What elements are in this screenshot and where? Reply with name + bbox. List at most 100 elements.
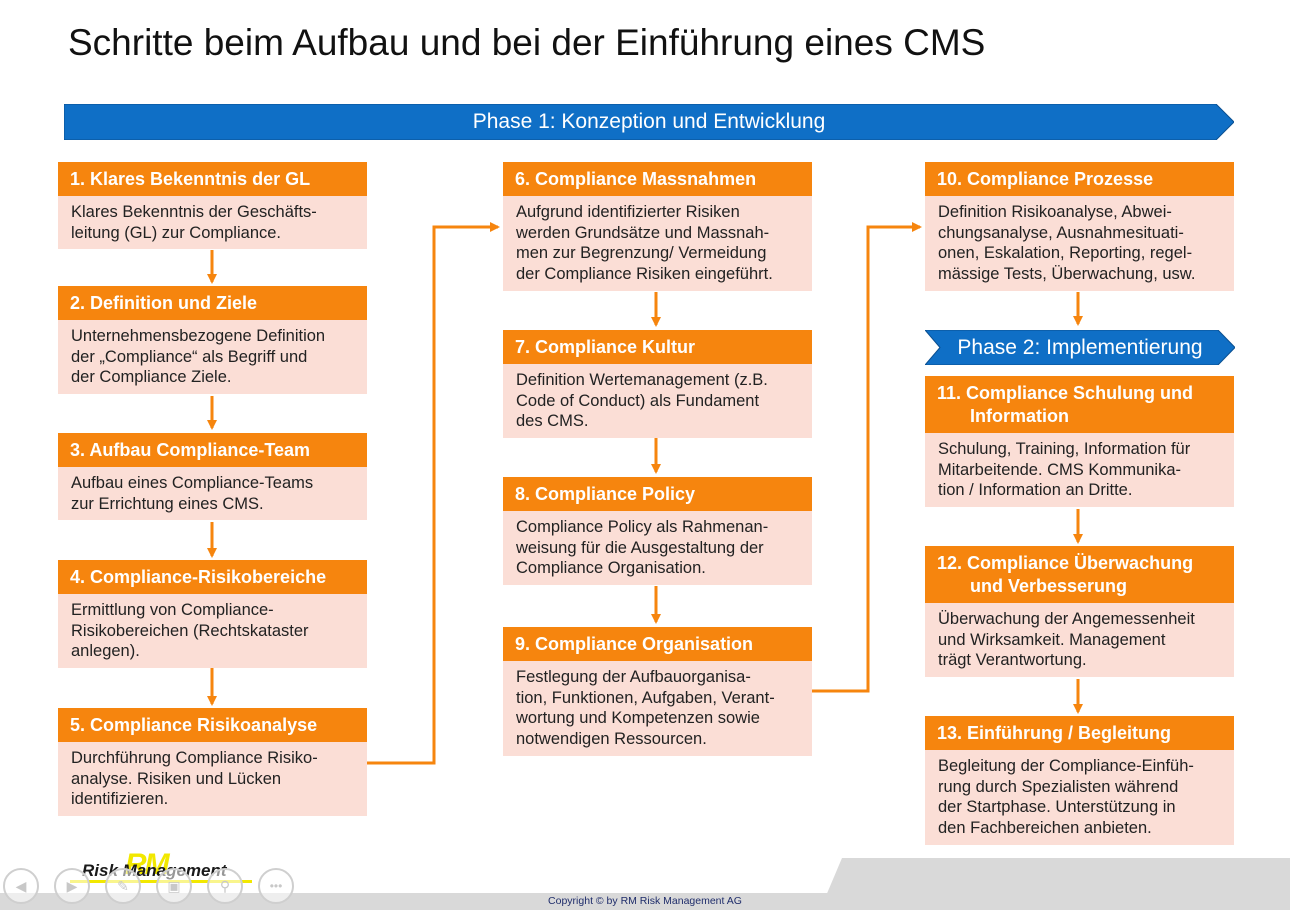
step-text-line: wortung und Kompetenzen sowie bbox=[516, 709, 760, 728]
step-box-8: 8. Compliance Policy Compliance Policy a… bbox=[503, 477, 812, 586]
step-box-10: 10. Compliance Prozesse Definition Risik… bbox=[925, 162, 1234, 291]
step-text-line: Compliance Organisation. bbox=[516, 559, 706, 578]
step-text-line: men zur Begrenzung/ Vermeidung bbox=[516, 244, 767, 263]
step-description: Begleitung der Compliance-Einfüh- rung d… bbox=[925, 750, 1234, 845]
step-box-12: 12. Compliance Überwachung und Verbesser… bbox=[925, 546, 1234, 678]
step-box-13: 13. Einführung / Begleitung Begleitung d… bbox=[925, 716, 1234, 845]
phase-2-banner: Phase 2: Implementierung bbox=[925, 330, 1235, 365]
step-description: Definition Wertemanagement (z.B. Code of… bbox=[503, 364, 812, 439]
step-description: Definition Risikoanalyse, Abwei- chungsa… bbox=[925, 196, 1234, 291]
logo-text: Risk Management bbox=[82, 861, 227, 880]
forward-icon[interactable]: ▶ bbox=[54, 868, 90, 904]
step-box-11: 11. Compliance Schulung und Information … bbox=[925, 376, 1234, 508]
step-text-line: Aufbau eines Compliance-Teams bbox=[71, 474, 314, 492]
page-title: Schritte beim Aufbau und bei der Einführ… bbox=[68, 22, 986, 63]
step-description: Aufgrund identifizierter Risiken werden … bbox=[503, 196, 812, 291]
step-description: Aufbau eines Compliance-Teams zur Errich… bbox=[58, 467, 367, 521]
step-title: 6. Compliance Massnahmen bbox=[503, 162, 812, 196]
step-text-line: analyse. Risiken und Lücken bbox=[71, 769, 282, 788]
step-title: 4. Compliance-Risikobereiche bbox=[58, 560, 367, 594]
step-text-line: trägt Verantwortung. bbox=[938, 651, 1087, 670]
step-text-line: werden Grundsätze und Massnah- bbox=[516, 223, 770, 242]
step-text-line: Klares Bekenntnis der Geschäfts- bbox=[71, 203, 317, 221]
arrow-9-10 bbox=[812, 222, 922, 693]
step-box-4: 4. Compliance-Risikobereiche Ermittlung … bbox=[58, 560, 367, 669]
step-text-line: tion / Information an Dritte. bbox=[938, 481, 1133, 500]
step-title-line: 11. Compliance Schulung und bbox=[937, 383, 1194, 403]
step-text-line: Unternehmensbezogene Definition bbox=[71, 327, 326, 345]
step-title-line: Information bbox=[970, 406, 1069, 426]
step-text-line: Mitarbeitende. CMS Kommunika- bbox=[938, 460, 1182, 479]
step-text-line: mässige Tests, Überwachung, usw. bbox=[938, 265, 1196, 284]
slides-icon[interactable]: ▣ bbox=[156, 868, 192, 904]
step-text-line: weisung für die Ausgestaltung der bbox=[516, 538, 764, 557]
step-text-line: leitung (GL) zur Compliance. bbox=[71, 223, 282, 242]
step-text-line: notwendigen Ressourcen. bbox=[516, 730, 707, 749]
step-title: 2. Definition und Ziele bbox=[58, 286, 367, 320]
step-box-2: 2. Definition und Ziele Unternehmensbezo… bbox=[58, 286, 367, 395]
step-description: Klares Bekenntnis der Geschäfts- leitung… bbox=[58, 196, 367, 250]
step-description: Schulung, Training, Information für Mita… bbox=[925, 433, 1234, 508]
step-text-line: Risikobereichen (Rechtskataster bbox=[71, 621, 309, 640]
step-title: 12. Compliance Überwachung und Verbesser… bbox=[925, 546, 1234, 603]
step-text-line: Überwachung der Angemessenheit bbox=[938, 610, 1195, 628]
step-text-line: der Compliance Ziele. bbox=[71, 368, 232, 387]
step-text-line: Definition Wertemanagement (z.B. bbox=[516, 371, 768, 389]
pen-icon[interactable]: ✎ bbox=[105, 868, 141, 904]
step-text-line: Festlegung der Aufbauorganisa- bbox=[516, 668, 751, 686]
zoom-icon[interactable]: ⚲ bbox=[207, 868, 243, 904]
step-text-line: der Compliance Risiken eingeführt. bbox=[516, 265, 773, 284]
step-text-line: des CMS. bbox=[516, 412, 589, 431]
step-text-line: Ermittlung von Compliance- bbox=[71, 601, 274, 619]
step-text-line: Code of Conduct) als Fundament bbox=[516, 391, 760, 410]
step-text-line: Begleitung der Compliance-Einfüh- bbox=[938, 757, 1194, 775]
step-title: 3. Aufbau Compliance-Team bbox=[58, 433, 367, 467]
arrow-5-6 bbox=[367, 222, 500, 765]
step-text-line: der „Compliance“ als Begriff und bbox=[71, 347, 308, 366]
phase-1-label: Phase 1: Konzeption und Entwicklung bbox=[472, 110, 826, 133]
step-text-line: zur Errichtung eines CMS. bbox=[71, 494, 264, 513]
more-icon[interactable]: ••• bbox=[258, 868, 294, 904]
step-text-line: tion, Funktionen, Aufgaben, Verant- bbox=[516, 688, 775, 707]
back-icon[interactable]: ◀ bbox=[3, 868, 39, 904]
step-box-9: 9. Compliance Organisation Festlegung de… bbox=[503, 627, 812, 756]
step-title-line: 12. Compliance Überwachung bbox=[937, 553, 1194, 573]
step-box-3: 3. Aufbau Compliance-Team Aufbau eines C… bbox=[58, 433, 367, 521]
step-text-line: Durchführung Compliance Risiko- bbox=[71, 749, 318, 767]
step-text-line: Definition Risikoanalyse, Abwei- bbox=[938, 203, 1172, 221]
step-description: Festlegung der Aufbauorganisa- tion, Fun… bbox=[503, 661, 812, 756]
step-text-line: onen, Eskalation, Reporting, regel- bbox=[938, 244, 1193, 263]
phase-1-banner: Phase 1: Konzeption und Entwicklung bbox=[64, 104, 1234, 140]
step-title: 11. Compliance Schulung und Information bbox=[925, 376, 1234, 433]
step-title-line: und Verbesserung bbox=[970, 576, 1128, 596]
step-text-line: chungsanalyse, Ausnahmesituati- bbox=[938, 223, 1184, 242]
copyright-text: Copyright © by RM Risk Management AG bbox=[548, 895, 742, 907]
step-box-6: 6. Compliance Massnahmen Aufgrund identi… bbox=[503, 162, 812, 291]
step-description: Compliance Policy als Rahmenan- weisung … bbox=[503, 511, 812, 586]
step-box-5: 5. Compliance Risikoanalyse Durchführung… bbox=[58, 708, 367, 817]
step-text-line: der Startphase. Unterstützung in bbox=[938, 798, 1176, 817]
step-title: 5. Compliance Risikoanalyse bbox=[58, 708, 367, 742]
step-text-line: Aufgrund identifizierter Risiken bbox=[516, 203, 740, 221]
step-description: Überwachung der Angemessenheit und Wirks… bbox=[925, 603, 1234, 678]
step-text-line: Compliance Policy als Rahmenan- bbox=[516, 518, 769, 536]
phase-2-label: Phase 2: Implementierung bbox=[957, 336, 1203, 359]
step-title: 1. Klares Bekenntnis der GL bbox=[58, 162, 367, 196]
step-title: 9. Compliance Organisation bbox=[503, 627, 812, 661]
step-title: 13. Einführung / Begleitung bbox=[925, 716, 1234, 750]
step-title: 7. Compliance Kultur bbox=[503, 330, 812, 364]
step-text-line: rung durch Spezialisten während bbox=[938, 777, 1179, 796]
step-text-line: anlegen). bbox=[71, 642, 140, 661]
step-text-line: identifizieren. bbox=[71, 790, 169, 809]
step-box-7: 7. Compliance Kultur Definition Werteman… bbox=[503, 330, 812, 439]
step-title: 10. Compliance Prozesse bbox=[925, 162, 1234, 196]
step-text-line: und Wirksamkeit. Management bbox=[938, 630, 1166, 649]
footer-bar bbox=[0, 893, 1290, 910]
step-text-line: Schulung, Training, Information für bbox=[938, 440, 1191, 458]
step-text-line: den Fachbereichen anbieten. bbox=[938, 819, 1152, 838]
step-box-1: 1. Klares Bekenntnis der GL Klares Beken… bbox=[58, 162, 367, 250]
step-description: Unternehmensbezogene Definition der „Com… bbox=[58, 320, 367, 395]
step-description: Ermittlung von Compliance- Risikobereich… bbox=[58, 594, 367, 669]
step-title: 8. Compliance Policy bbox=[503, 477, 812, 511]
